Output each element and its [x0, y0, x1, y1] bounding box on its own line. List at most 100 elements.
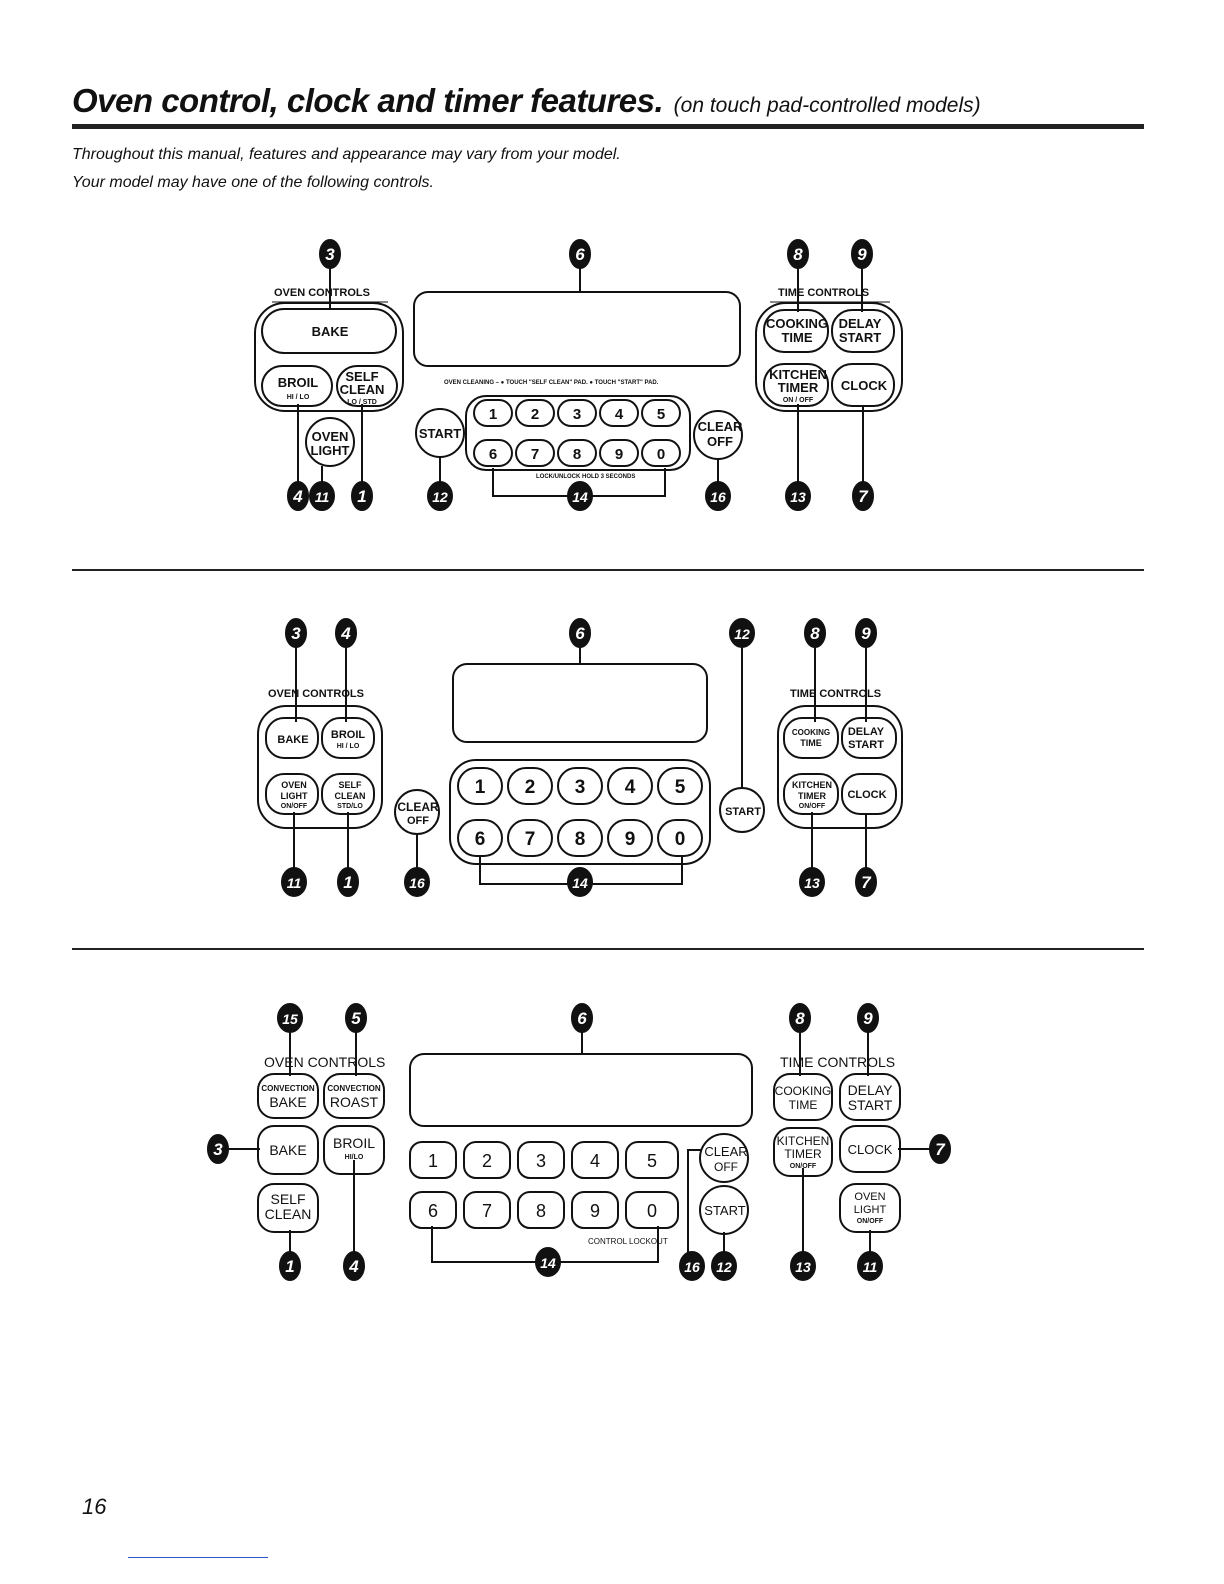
number-key-label: 2: [482, 1151, 492, 1171]
delay-label: DELAY: [848, 726, 885, 738]
start-label: START: [725, 806, 761, 818]
callout-label: 14: [572, 489, 588, 505]
clear-label: CLEAR: [704, 1144, 747, 1159]
number-key-7[interactable]: [463, 1191, 511, 1229]
callout-7: [855, 867, 877, 897]
number-key-2[interactable]: [515, 399, 555, 427]
bake-button[interactable]: [265, 717, 319, 759]
broil-label: BROIL: [278, 375, 319, 390]
oven-controls-label: OVEN CONTROLS: [268, 688, 364, 700]
bake-label: BAKE: [269, 1142, 306, 1158]
convection-roast-button[interactable]: [323, 1073, 385, 1119]
number-key-4[interactable]: [599, 399, 639, 427]
kitchen-label: KITCHEN: [792, 780, 832, 790]
callout-11: [309, 481, 335, 511]
number-pad: 1 2 3 4 5 6 7 8 9 0: [409, 1141, 679, 1229]
callout-label: 7: [935, 1140, 946, 1159]
number-key-7[interactable]: [507, 819, 553, 857]
self-clean-button[interactable]: [257, 1183, 319, 1233]
number-key-0[interactable]: [657, 819, 703, 857]
callout-label: 16: [710, 489, 726, 505]
callout-14: [535, 1247, 561, 1277]
self-clean-button[interactable]: [336, 365, 398, 407]
clear-off-button[interactable]: [699, 1133, 749, 1183]
callout-label: 4: [348, 1257, 359, 1276]
number-key-label: 0: [675, 829, 686, 850]
callout-label: 4: [292, 487, 303, 506]
delay-start-button[interactable]: [841, 717, 897, 759]
number-key-5[interactable]: [657, 767, 703, 805]
number-key-4[interactable]: [607, 767, 653, 805]
number-key-1[interactable]: [457, 767, 503, 805]
broil-sublabel: HI / LO: [337, 743, 360, 750]
callouts: 15 5 6 8 9 3 7 1 4 14 16 12 13: [207, 1003, 951, 1281]
number-key-9[interactable]: [607, 819, 653, 857]
number-key-8[interactable]: [517, 1191, 565, 1229]
number-key-3[interactable]: [557, 399, 597, 427]
callout-label: 9: [857, 245, 867, 264]
callout-label: 1: [343, 873, 352, 892]
callout-12: [711, 1251, 737, 1281]
callout-4: [287, 481, 309, 511]
section-divider-1: [72, 569, 1144, 571]
convection-label: CONVECTION: [261, 1084, 315, 1093]
number-key-4[interactable]: [571, 1141, 619, 1179]
number-key-5[interactable]: [641, 399, 681, 427]
number-key-2[interactable]: [463, 1141, 511, 1179]
callout-9: [857, 1003, 879, 1033]
number-key-0[interactable]: [625, 1191, 679, 1229]
number-key-1[interactable]: [473, 399, 513, 427]
broil-button[interactable]: [321, 717, 375, 759]
cooking-time-button[interactable]: [773, 1073, 833, 1121]
number-key-8[interactable]: [557, 439, 597, 467]
clock-label: CLOCK: [847, 789, 886, 801]
callout-label: 8: [793, 245, 803, 264]
number-key-label: 3: [575, 777, 586, 798]
oven-label: OVEN: [312, 429, 349, 444]
oven-light-button[interactable]: [265, 773, 319, 815]
callout-14: [567, 481, 593, 511]
callout-label: 3: [325, 245, 335, 264]
callout-label: 13: [795, 1259, 811, 1275]
number-key-3[interactable]: [557, 767, 603, 805]
oven-light-button[interactable]: [305, 417, 355, 467]
delay-start-button[interactable]: [839, 1073, 901, 1121]
clock-label: CLOCK: [848, 1142, 893, 1157]
number-key-3[interactable]: [517, 1141, 565, 1179]
callout-label: 11: [315, 489, 330, 505]
cleaning-note: OVEN CLEANING – ● TOUCH "SELF CLEAN" PAD…: [444, 380, 659, 386]
light-label: LIGHT: [281, 791, 308, 801]
callout-label: 15: [282, 1011, 298, 1027]
kitchen-timer-button[interactable]: [763, 363, 829, 407]
control-lockout-label: CONTROL LOCKOUT: [588, 1237, 668, 1246]
convection-bake-button[interactable]: [257, 1073, 319, 1119]
callout-4: [343, 1251, 365, 1281]
clear-label: CLEAR: [397, 800, 439, 814]
delay-label: DELAY: [839, 316, 882, 331]
number-key-8[interactable]: [557, 819, 603, 857]
clean-sublabel: STD/LO: [337, 803, 363, 810]
off-label: OFF: [407, 815, 429, 827]
time-controls-frame: [777, 705, 903, 829]
callout-label: 6: [575, 245, 585, 264]
callout-label: 13: [790, 489, 806, 505]
bake-label: BAKE: [277, 734, 308, 746]
number-key-0[interactable]: [641, 439, 681, 467]
number-key-9[interactable]: [599, 439, 639, 467]
number-key-6[interactable]: [473, 439, 513, 467]
cooking-time-button[interactable]: [763, 309, 829, 353]
number-key-9[interactable]: [571, 1191, 619, 1229]
number-key-7[interactable]: [515, 439, 555, 467]
number-key-5[interactable]: [625, 1141, 679, 1179]
number-key-label: 8: [575, 829, 586, 850]
clock-button[interactable]: [841, 773, 897, 815]
broil-label: BROIL: [333, 1135, 375, 1151]
number-key-2[interactable]: [507, 767, 553, 805]
number-key-1[interactable]: [409, 1141, 457, 1179]
cooking-time-button[interactable]: [783, 717, 839, 759]
callouts: 3 4 6 12 8 9 11 1 16 14 13 7: [281, 618, 877, 897]
callout-label: 14: [540, 1255, 556, 1271]
callouts: 3 6 8 9 4 11 1 12 14 16 13 7: [287, 239, 874, 511]
callout-1: [279, 1251, 301, 1281]
